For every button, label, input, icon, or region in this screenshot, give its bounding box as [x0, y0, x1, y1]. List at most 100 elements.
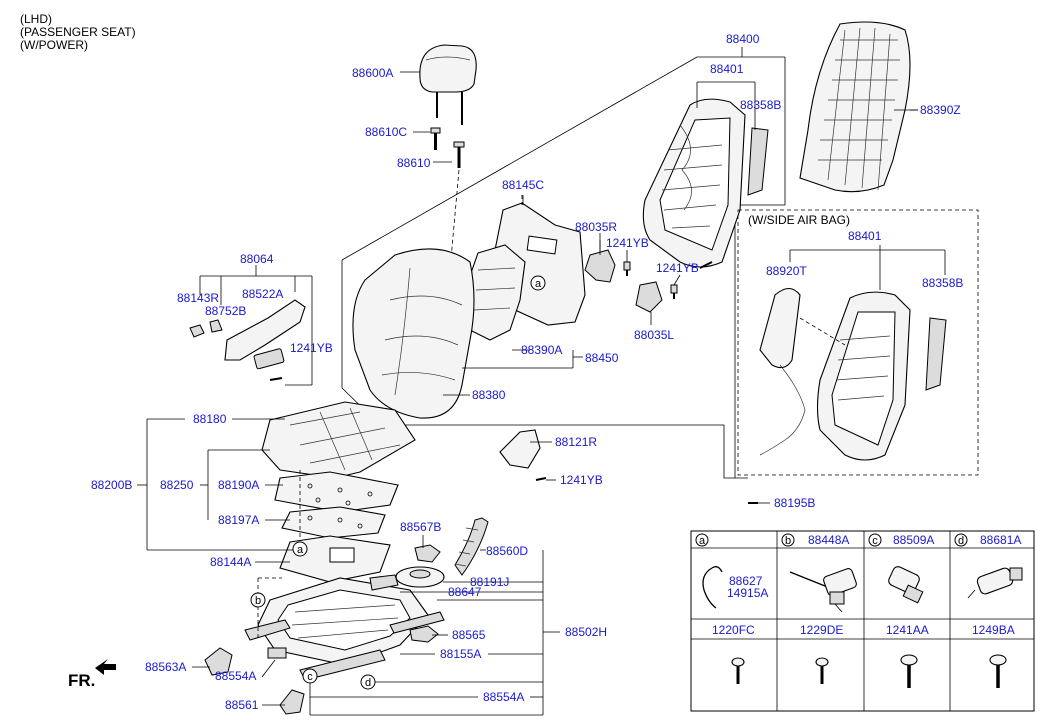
- front-direction-indicator: FR.: [68, 659, 116, 690]
- label-88250: 88250: [160, 478, 194, 492]
- front-arrow-icon: [95, 659, 116, 675]
- label-88567B: 88567B: [400, 520, 441, 534]
- label-88565: 88565: [452, 628, 486, 642]
- label-88200B: 88200B: [91, 478, 132, 492]
- svg-text:d: d: [365, 677, 371, 689]
- label-airbag-88358B: 88358B: [922, 276, 963, 290]
- motor-88509A-image: [888, 566, 924, 604]
- table-header-d: d 88681A: [954, 533, 1021, 547]
- label-88554A-lower: 88554A: [483, 690, 524, 704]
- table-header-b: b 88448A: [781, 533, 849, 547]
- table-header-c: c 88509A: [868, 533, 934, 547]
- label-88560D: 88560D: [486, 544, 528, 558]
- switch-assy-88064: [189, 265, 313, 386]
- cushion-pad-88190A: [274, 471, 399, 513]
- screws-1241YB-upper: [623, 261, 713, 299]
- label-88390A: 88390A: [521, 343, 562, 357]
- table-bolt-1241AA: 1241AA: [886, 623, 929, 637]
- label-88180: 88180: [193, 412, 227, 426]
- part-labels: 88400 88401 88358B 88390Z 88600A 88610C …: [91, 32, 963, 712]
- table-bolt-1220FC: 1220FC: [712, 623, 755, 637]
- label-88197A: 88197A: [218, 513, 259, 527]
- label-88522A: 88522A: [242, 287, 283, 301]
- cushion-cover-88180: [261, 401, 416, 479]
- duct-88560D: [454, 517, 489, 576]
- svg-text:c: c: [307, 671, 313, 683]
- label-88390Z: 88390Z: [920, 103, 961, 117]
- label-88554A-upper: 88554A: [215, 669, 256, 683]
- cover-88565: [409, 625, 439, 643]
- bracket-88647: [369, 574, 399, 591]
- header-power: (W/POWER): [20, 38, 88, 52]
- label-airbag-88401: 88401: [848, 229, 882, 243]
- svg-text:a: a: [297, 544, 304, 556]
- screw-icon-1220FC: [731, 657, 745, 684]
- accessory-table: a b 88448A c 88509A d 88681A 88627: [690, 530, 1035, 712]
- label-88450: 88450: [585, 351, 619, 365]
- seatback-assembly-outline: [341, 56, 786, 479]
- label-88380: 88380: [472, 388, 506, 402]
- svg-text:88448A: 88448A: [808, 533, 849, 547]
- label-88144A: 88144A: [210, 555, 251, 569]
- callout-b: b: [250, 592, 266, 608]
- label-88145C: 88145C: [502, 178, 544, 192]
- headrest-part: [419, 44, 477, 271]
- seatback-cover-88380: [352, 248, 475, 419]
- svg-text:88509A: 88509A: [893, 533, 934, 547]
- side-airbag-inset: [737, 209, 979, 476]
- label-88401: 88401: [710, 62, 744, 76]
- svg-text:c: c: [872, 535, 878, 547]
- label-1241YB-c: 1241YB: [290, 341, 333, 355]
- callout-a-upper: a: [530, 275, 546, 291]
- bracket-88035R: [584, 240, 616, 283]
- svg-text:b: b: [255, 595, 261, 607]
- label-88064: 88064: [240, 252, 274, 266]
- label-88563A: 88563A: [145, 660, 186, 674]
- bracket-88035L: [635, 281, 663, 325]
- screw-icon-1249BA: [989, 654, 1007, 688]
- back-board-88390Z: [799, 21, 918, 193]
- cover-88567B: [414, 544, 441, 563]
- table-bolt-1249BA: 1249BA: [972, 623, 1015, 637]
- label-1241YB-d: 1241YB: [560, 473, 603, 487]
- screw-icon-1229DE: [815, 657, 829, 684]
- screw-icon-1241AA: [900, 654, 918, 688]
- callout-c: c: [302, 668, 318, 684]
- table-a-88627: 88627: [729, 574, 763, 588]
- wire-clip-image: 88627 14915A: [702, 566, 768, 609]
- label-88400: 88400: [726, 32, 760, 46]
- label-88561: 88561: [225, 698, 259, 712]
- label-1241YB-a: 1241YB: [606, 236, 649, 250]
- motor-88448A-image: [789, 568, 857, 613]
- label-88191J: 88191J: [470, 575, 509, 589]
- label-88121R: 88121R: [555, 435, 597, 449]
- label-88035R: 88035R: [575, 220, 617, 234]
- label-88143R: 88143R: [177, 291, 219, 305]
- callout-d: d: [360, 674, 376, 690]
- label-airbag-88920T: 88920T: [766, 264, 807, 278]
- label-88647: 88647: [448, 585, 482, 599]
- label-88195B: 88195B: [774, 496, 815, 510]
- cover-88563A: [204, 647, 233, 676]
- airbag-title: (W/SIDE AIR BAG): [748, 213, 850, 227]
- svg-text:d: d: [958, 535, 964, 547]
- cover-88554A-upper: [267, 647, 287, 659]
- svg-text:a: a: [535, 278, 542, 290]
- label-88035L: 88035L: [634, 328, 674, 342]
- label-88190A: 88190A: [218, 478, 259, 492]
- cushion-frame-88502H: [244, 577, 445, 681]
- mat-88144A: [279, 535, 391, 583]
- label-88600A: 88600A: [352, 66, 393, 80]
- fr-label: FR.: [68, 671, 95, 690]
- seatback-frame-88401: [642, 81, 769, 268]
- label-88155A: 88155A: [440, 647, 481, 661]
- svg-text:b: b: [785, 535, 791, 547]
- table-bolt-1229DE: 1229DE: [800, 623, 843, 637]
- header-passenger-seat: (PASSENGER SEAT): [20, 25, 136, 39]
- callout-a-lower: a: [292, 541, 308, 557]
- label-88752B: 88752B: [205, 304, 246, 318]
- cover-88121R: [499, 429, 758, 504]
- header-lhd: (LHD): [20, 12, 52, 26]
